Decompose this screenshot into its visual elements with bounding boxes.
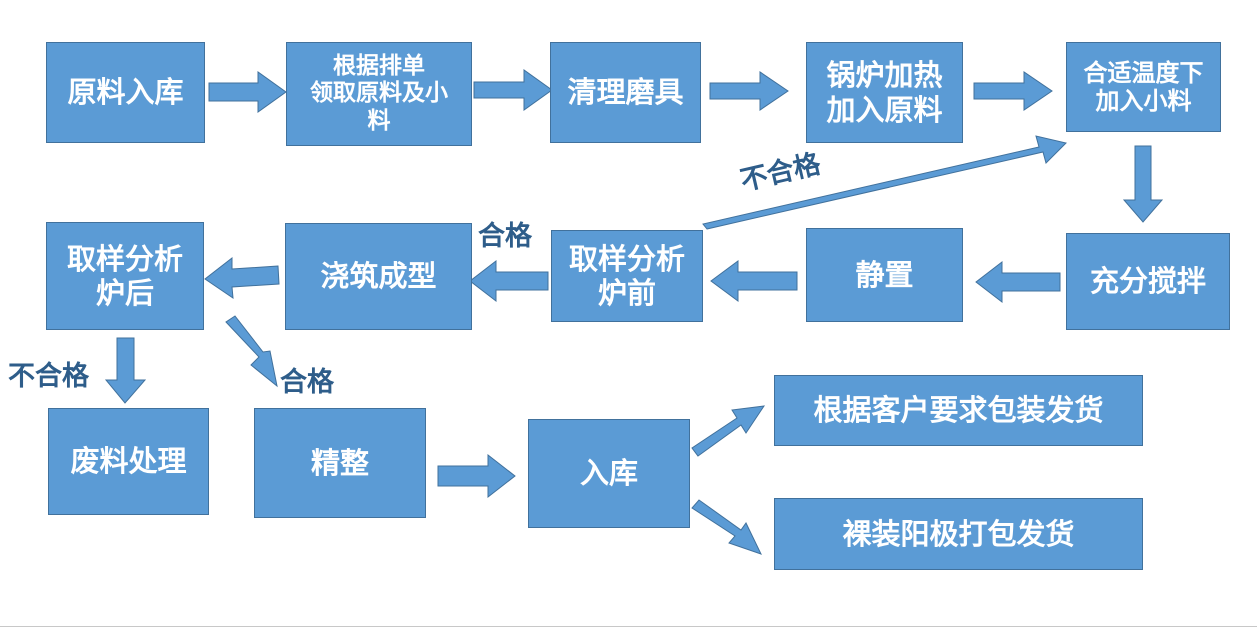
casting-box: 浇筑成型 [285, 223, 472, 330]
arrow-settle-to-presample [710, 260, 798, 302]
finishing-box: 精整 [254, 408, 426, 518]
arrow-post-to-finish [225, 315, 278, 388]
pre-sample-line1: 取样分析 [568, 241, 685, 276]
pick-materials-line3: 料 [367, 107, 391, 134]
arrow-stir-to-settle [975, 260, 1061, 304]
pick-materials-line1: 根据排单 [333, 53, 425, 80]
ship-custom-package-box: 根据客户要求包装发货 [774, 375, 1143, 446]
pre-sample-line2: 炉前 [597, 276, 656, 310]
clean-mold-box: 清理磨具 [550, 42, 701, 143]
ship-custom-label: 根据客户要求包装发货 [813, 393, 1104, 428]
arrow-heat-to-minor [973, 71, 1053, 111]
pre-furnace-sample-box: 取样分析 炉前 [551, 230, 703, 322]
finishing-label: 精整 [310, 445, 369, 480]
boiler-heat-box: 锅炉加热 加入原料 [806, 42, 963, 143]
boiler-heat-line1: 锅炉加热 [826, 58, 943, 93]
stir-box: 充分搅拌 [1066, 233, 1230, 330]
warehouse-box: 入库 [528, 419, 690, 528]
post-furnace-sample-box: 取样分析 炉后 [46, 222, 204, 330]
warehouse-label: 入库 [579, 456, 638, 491]
pass-finish-label: 合格 [280, 367, 334, 398]
add-minor-line2: 加入小料 [1095, 87, 1192, 115]
add-minor-materials-box: 合适温度下 加入小料 [1066, 42, 1221, 132]
arrow-fail-to-minor [702, 135, 1067, 230]
bottom-divider [0, 626, 1257, 627]
scrap-processing-box: 废料处理 [48, 408, 209, 515]
arrow-finish-to-warehouse [437, 453, 516, 499]
stir-label: 充分搅拌 [1089, 264, 1206, 299]
arrow-warehouse-to-bare [691, 499, 762, 555]
casting-label: 浇筑成型 [320, 259, 437, 294]
settle-label: 静置 [855, 257, 914, 292]
arrow-warehouse-to-custom [691, 405, 766, 457]
arrow-minor-to-stir [1122, 145, 1164, 223]
pass-cast-label: 合格 [478, 221, 532, 252]
post-sample-line1: 取样分析 [66, 241, 183, 276]
ship-bare-label: 裸装阳极打包发货 [842, 516, 1075, 551]
arrow-cast-to-postsample [204, 256, 280, 300]
raw-material-storage-box: 原料入库 [46, 42, 205, 143]
add-minor-line1: 合适温度下 [1083, 58, 1204, 87]
arrow-post-to-scrap [104, 337, 147, 404]
arrow-pick-to-clean [473, 69, 553, 111]
arrow-clean-to-heat [709, 71, 789, 111]
raw-material-storage-label: 原料入库 [67, 75, 184, 110]
clean-mold-label: 清理磨具 [567, 75, 684, 110]
fail-scrap-label: 不合格 [8, 361, 89, 392]
post-sample-line2: 炉后 [95, 276, 154, 310]
boiler-heat-line2: 加入原料 [826, 92, 943, 127]
arrow-raw-to-pick [208, 71, 287, 113]
scrap-label: 废料处理 [70, 444, 187, 479]
settle-box: 静置 [806, 228, 963, 322]
ship-bare-anode-box: 裸装阳极打包发货 [774, 498, 1143, 570]
pick-materials-line2: 领取原料及小 [310, 80, 448, 107]
pick-materials-box: 根据排单 领取原料及小 料 [286, 42, 472, 146]
arrow-presample-to-cast [469, 259, 549, 303]
